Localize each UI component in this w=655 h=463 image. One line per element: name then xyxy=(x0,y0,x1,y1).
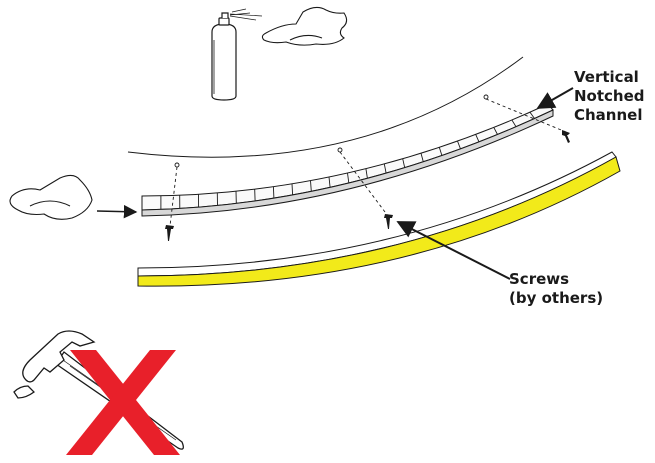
channel-arrow xyxy=(536,87,574,109)
screw-icon xyxy=(165,130,570,241)
yellow-trim xyxy=(137,151,621,287)
vertical-notched-channel xyxy=(141,103,554,217)
prohibited-x-icon xyxy=(66,350,180,455)
screws-label-line-2: (by others) xyxy=(509,289,604,307)
channel-label-line-2: Notched xyxy=(574,87,645,105)
channel-callout: Vertical Notched Channel xyxy=(574,68,645,125)
screws-label-line-1: Screws xyxy=(509,270,570,288)
spray-can-icon xyxy=(211,8,263,101)
screws-arrow xyxy=(396,221,511,280)
channel-label-line-1: Vertical xyxy=(574,68,639,86)
channel-label-line-3: Channel xyxy=(574,106,643,124)
screws-callout: Screws (by others) xyxy=(509,270,603,308)
cloth-arrow xyxy=(96,204,138,219)
wall-curve xyxy=(127,56,524,158)
cloth-icon xyxy=(261,6,348,46)
cloth-icon xyxy=(9,174,93,220)
screw-guides xyxy=(169,94,567,227)
